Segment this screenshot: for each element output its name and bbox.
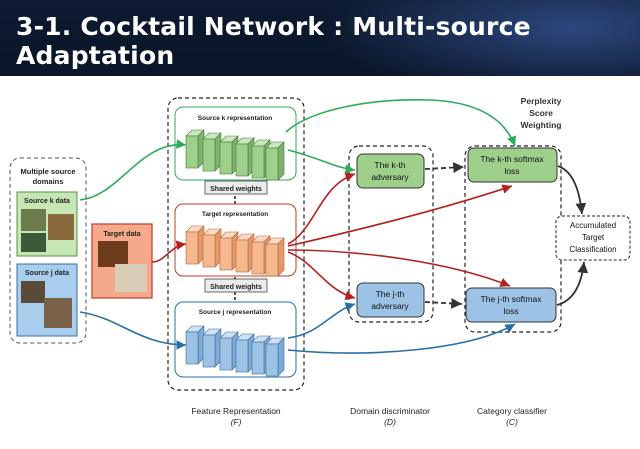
kth-adversary-label-1: The k-th: [374, 160, 405, 170]
shared-weights-label-1: Shared weights: [210, 186, 262, 193]
source-k-image-1: [21, 209, 46, 231]
jth-softmax-box: [465, 287, 557, 323]
kth-softmax-box: [467, 147, 558, 183]
source-k-representation-label: Source k representation: [198, 115, 272, 122]
kth-softmax-to-accumulated-arrow: [557, 165, 587, 215]
green-flow-arrows: [79, 98, 517, 201]
kth-adversary-label-2: adversary: [371, 172, 409, 182]
source-k-image-2: [48, 214, 74, 240]
slide-title: 3-1. Cocktail Network : Multi-source Ada…: [16, 12, 531, 70]
source-j-image-1: [21, 281, 45, 303]
accumulated-label-1: Accumulated: [570, 221, 616, 230]
domain-discriminator-symbol: (D): [384, 417, 396, 427]
red-flow-arrows: [151, 172, 513, 301]
category-classifier-symbol: (C): [506, 417, 518, 427]
perplexity-label-1: Perplexity: [521, 96, 562, 106]
source-k-data-label: Source k data: [24, 198, 70, 205]
source-j-image-2: [44, 298, 72, 328]
title-banner: 3-1. Cocktail Network : Multi-source Ada…: [0, 0, 640, 76]
jth-adversary-label-2: adversary: [371, 301, 409, 311]
perplexity-label-3: Weighting: [521, 120, 562, 130]
jth-softmax-to-accumulated-arrow: [556, 261, 589, 306]
feature-representation-container: [167, 97, 305, 391]
category-classifier-caption: Category classifier: [477, 406, 547, 416]
source-k-image-3: [21, 233, 46, 252]
feature-representation-caption: Feature Representation: [191, 406, 281, 416]
jth-softmax-label-1: The j-th softmax: [481, 294, 543, 304]
target-image-1: [98, 241, 128, 267]
jth-adversary-label-1: The j-th: [376, 289, 405, 299]
blue-flow-arrows: [79, 302, 516, 354]
jth-adversary-to-softmax-arrow: [424, 298, 463, 309]
shared-weights-box-1: [204, 180, 268, 195]
source-j-representation-label: Source j representation: [199, 309, 272, 316]
feature-representation-symbol: (F): [231, 417, 242, 427]
domain-discriminator-caption: Domain discriminator: [350, 406, 430, 416]
shared-weights-box-2: [204, 278, 268, 293]
source-j-data-label: Source j data: [25, 270, 69, 277]
accumulated-label-3: Classification: [569, 245, 616, 254]
multiple-source-domains-label: Multiple source: [20, 167, 75, 176]
target-representation-label: Target representation: [202, 211, 268, 218]
accumulated-label-2: Target: [582, 233, 605, 242]
shared-weights-label-2: Shared weights: [210, 284, 262, 291]
source-domains-container: [9, 157, 87, 344]
domain-discriminator-container: [348, 145, 434, 323]
banner-glow: [320, 0, 640, 76]
multiple-source-domains-label-line2: domains: [33, 177, 64, 186]
jth-adversary-box: [356, 282, 425, 318]
kth-softmax-label-2: loss: [504, 166, 519, 176]
jth-softmax-label-2: loss: [503, 306, 518, 316]
target-image-2: [115, 264, 147, 292]
kth-softmax-label-1: The k-th softmax: [480, 154, 544, 164]
accumulated-box: [555, 215, 631, 261]
kth-adversary-box: [356, 153, 425, 189]
target-data-label: Target data: [103, 231, 140, 238]
perplexity-label-2: Score: [529, 108, 553, 118]
kth-adversary-to-softmax-arrow: [424, 162, 465, 173]
